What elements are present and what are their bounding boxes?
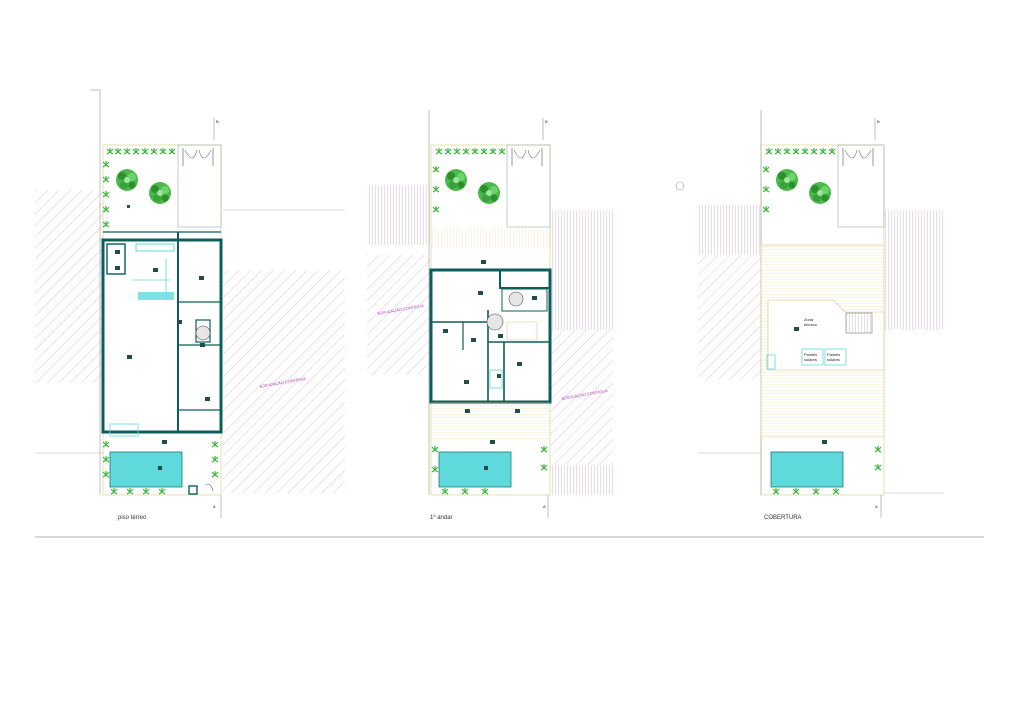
plan-roof: B A Zona técnica Painéis solares Painéis… — [675, 110, 944, 521]
section-mark-a: A — [213, 504, 216, 509]
house-shell-ground — [101, 238, 223, 434]
roof-label-solares-1: solares — [804, 357, 817, 362]
section-mark-b: B — [545, 119, 548, 124]
roof-label-zona: Zona — [804, 317, 814, 322]
section-mark-b: B — [216, 119, 219, 124]
pool-roof — [770, 451, 844, 488]
section-mark-a: A — [543, 504, 546, 509]
plan-ground-floor: EDIFICAÇÃO CONTÍGUA B A — [35, 89, 345, 521]
roof-label-tecnica: técnica — [804, 322, 817, 327]
roof-label-solares-2: solares — [827, 357, 840, 362]
pool-ground — [109, 451, 183, 488]
roof-label-paineis-2: Painéis — [827, 352, 840, 357]
neighbor-right-hatch — [223, 270, 345, 493]
caption-first: 1º andar — [430, 514, 453, 521]
section-mark-b: B — [877, 119, 880, 124]
section-mark-a: A — [875, 504, 878, 509]
neighbor-left-hatch — [35, 190, 103, 383]
tree — [149, 182, 171, 204]
roof-label-paineis-1: Painéis — [804, 352, 817, 357]
plan-first-floor: EDIFICAÇÃO CONTÍGUA EDIFICAÇÃO CONTÍGUA … — [367, 110, 613, 521]
caption-roof: COBERTURA — [764, 515, 802, 521]
tree — [116, 169, 138, 191]
caption-ground: piso térreo — [118, 515, 147, 521]
pool-first — [438, 451, 512, 488]
